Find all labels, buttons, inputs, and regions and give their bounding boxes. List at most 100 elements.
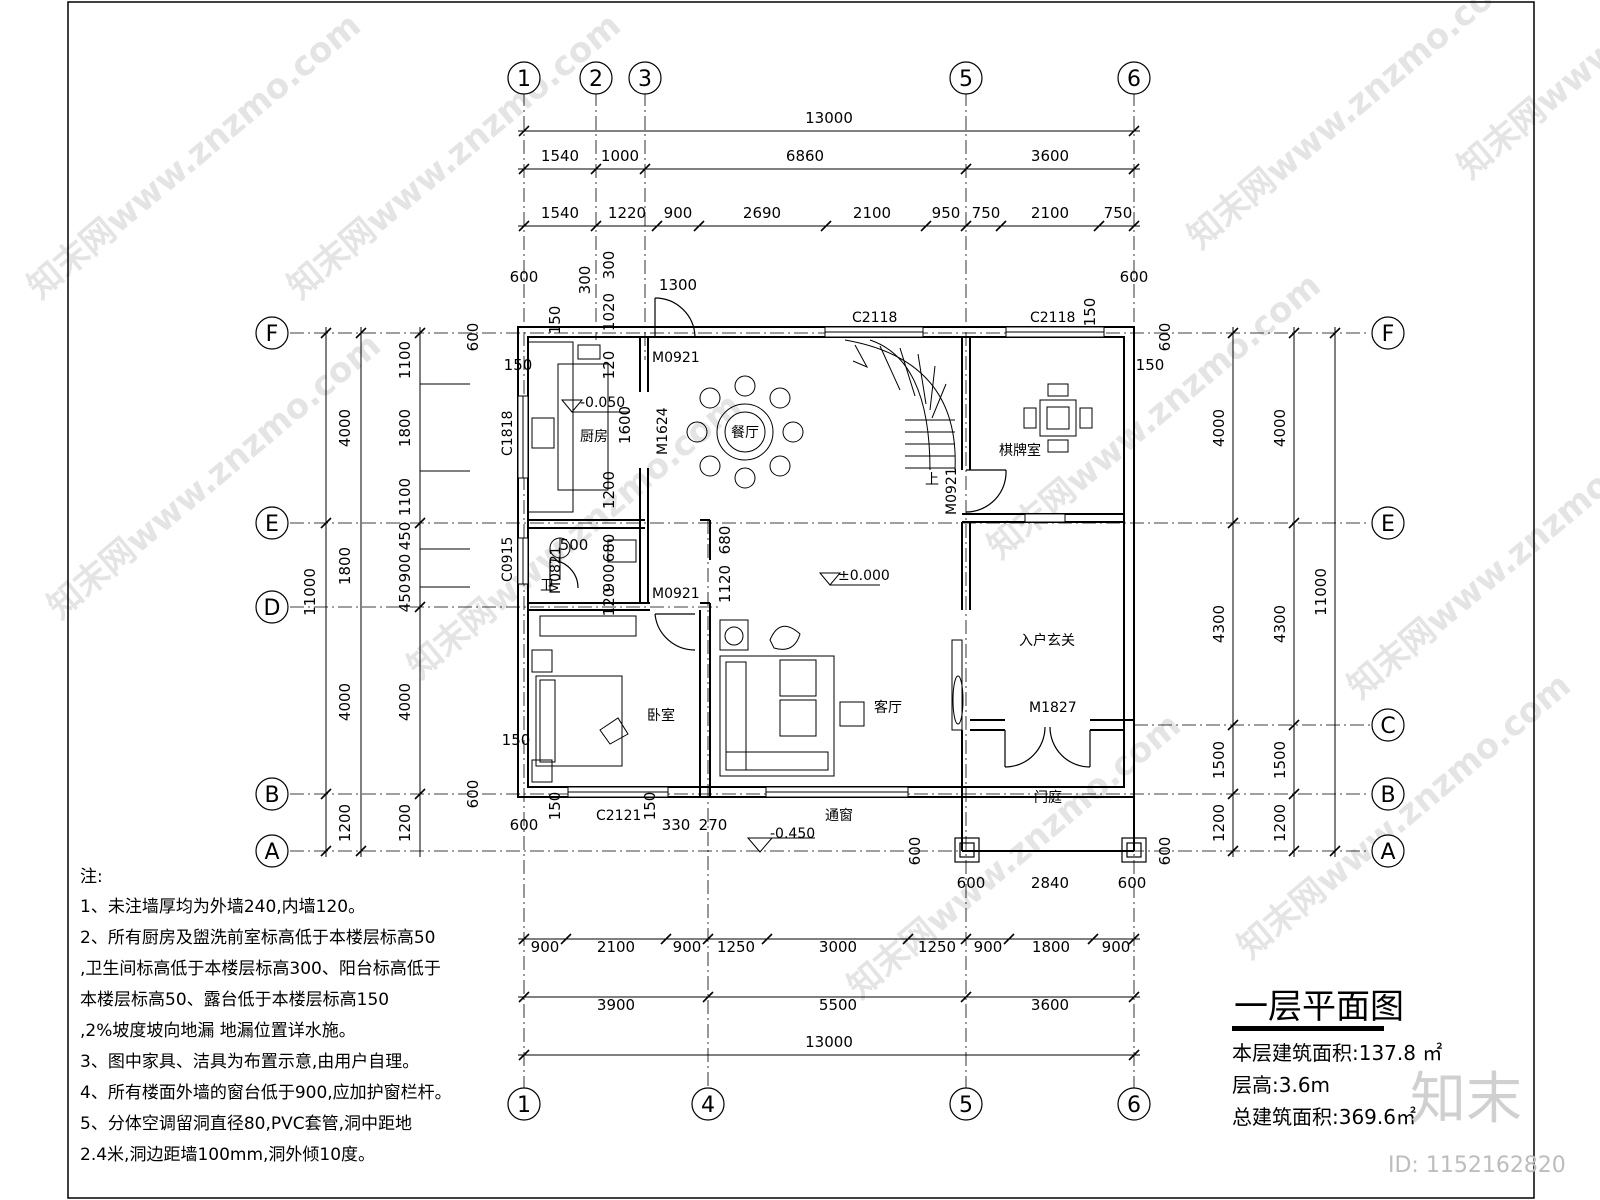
axis-bubbles <box>255 61 1405 1121</box>
axis-bubble-top-6 <box>1117 61 1151 95</box>
axis-labels: 1 2 3 5 6 1 4 5 6 F E D B A F E C B A <box>264 67 1396 1118</box>
axis-bubble-right-e <box>1371 506 1405 540</box>
room-living: 客厅 <box>874 699 902 716</box>
room-bedroom: 卧室 <box>647 707 675 724</box>
dim-misc-500: 500 <box>560 536 589 554</box>
dim-misc-150-2: 150 <box>1136 356 1165 374</box>
axis-label-left-d: D <box>264 596 281 621</box>
dim-misc-600-2: 600 <box>1120 268 1149 286</box>
brand-logo: 知末 <box>1410 1067 1522 1132</box>
dim-top-row3-1: 1540 <box>541 204 579 222</box>
dim-top-row2-2: 1000 <box>601 147 639 165</box>
dim-bottom-total: 13000 <box>805 1033 853 1051</box>
axis-bubble-top-5 <box>949 61 983 95</box>
dim-right-outer-2: 4300 <box>1271 605 1289 643</box>
dim-right-inner-2: 4300 <box>1210 605 1228 643</box>
axis-label-top-5: 5 <box>959 67 973 92</box>
dim-top-total: 13000 <box>805 109 853 127</box>
dim-misc-1020: 1020 <box>600 293 618 331</box>
note-line-7: 4、所有楼面外墙的窗台低于900,应加护窗栏杆。 <box>80 1083 452 1103</box>
dim-misc-600-3: 600 <box>464 323 482 352</box>
dim-left-inner-2: 1800 <box>336 547 354 585</box>
level-markers <box>560 399 880 853</box>
room-porch: 门庭 <box>1034 789 1062 806</box>
tag-m0821: M0821 <box>548 546 564 594</box>
note-line-6: 3、图中家具、洁具为布置示意,由用户自理。 <box>80 1052 419 1072</box>
dim-misc-1120: 1120 <box>716 565 734 603</box>
tag-m0921-c: M0921 <box>944 467 960 515</box>
dim-left-mid-8: 1200 <box>396 804 414 842</box>
dim-misc-600-9: 600 <box>957 874 986 892</box>
dim-top-row3-8: 2100 <box>1031 204 1069 222</box>
axis-label-left-e: E <box>265 512 279 537</box>
dim-bottom-row1-7: 900 <box>974 938 1003 956</box>
floor-height: 层高:3.6m <box>1232 1073 1330 1097</box>
dim-left-mid-5: 900 <box>396 554 414 583</box>
drawing-frame <box>67 1 1535 1199</box>
dim-top-row3-7: 750 <box>972 204 1001 222</box>
dim-misc-300-2: 300 <box>600 251 618 280</box>
axis-bubble-top-2 <box>579 61 613 95</box>
dim-left-inner-3: 4000 <box>336 683 354 721</box>
watermark-text: 知末网www.znzmo.com <box>1180 0 1529 257</box>
watermark-text: 知末网www.znzmo.com <box>840 705 1189 1007</box>
axis-label-right-f: F <box>1382 322 1395 347</box>
dim-right-inner-4: 1200 <box>1210 804 1228 842</box>
room-chess: 棋牌室 <box>999 442 1041 459</box>
dim-misc-2840: 2840 <box>1031 874 1069 892</box>
axis-bubble-bottom-6 <box>1117 1087 1151 1121</box>
axis-bubble-bottom-1 <box>507 1087 541 1121</box>
dim-bottom-row1-1: 900 <box>531 938 560 956</box>
room-toilet: 卫 <box>540 578 554 594</box>
dimension-texts-horizontal: 13000 1540 1000 6860 3600 1540 1220 900 … <box>531 109 1133 1051</box>
axis-label-bottom-5: 5 <box>959 1093 973 1118</box>
axis-label-bottom-4: 4 <box>701 1093 715 1118</box>
windows <box>517 326 1105 798</box>
dim-misc-150-3: 150 <box>546 306 564 335</box>
note-line-3: ,卫生间标高低于本楼层标高300、阳台标高低于 <box>80 959 441 979</box>
dimension-texts-vertical: 1200 4000 11000 1100 1800 1100 450 900 4… <box>301 341 1330 842</box>
dim-top-row2-1: 1540 <box>541 147 579 165</box>
dim-left-mid-4: 450 <box>396 522 414 551</box>
level-kitchen: -0.050 <box>580 395 625 411</box>
dim-bottom-row2-1: 3900 <box>597 996 635 1014</box>
axis-bubble-top-3 <box>628 61 662 95</box>
note-line-1: 1、未注墙厚均为外墙240,内墙120。 <box>80 897 365 917</box>
axis-label-top-6: 6 <box>1127 67 1141 92</box>
dim-bottom-row1-5: 3000 <box>819 938 857 956</box>
dim-misc-120-2: 120 <box>600 588 618 617</box>
tag-c2121: C2121 <box>596 808 641 824</box>
axis-label-left-f: F <box>266 322 279 347</box>
axis-bubble-top-1 <box>507 61 541 95</box>
note-line-8: 5、分体空调留洞直径80,PVC套管,洞中距地 <box>80 1114 412 1134</box>
dim-misc-600-1: 600 <box>510 268 539 286</box>
dim-top-row2-3: 6860 <box>786 147 824 165</box>
dim-top-row3-2: 1220 <box>608 204 646 222</box>
dim-left-outer-2: 4000 <box>336 409 354 447</box>
dim-top-row3-5: 2100 <box>853 204 891 222</box>
dim-misc-600-10: 600 <box>1118 874 1147 892</box>
axis-label-right-b: B <box>1380 783 1395 808</box>
dim-right-inner-3: 1500 <box>1210 741 1228 779</box>
dim-top-row2-4: 3600 <box>1031 147 1069 165</box>
axis-bubble-left-e <box>255 506 289 540</box>
axis-bubble-right-a <box>1371 834 1405 868</box>
room-kitchen: 厨房 <box>580 429 608 445</box>
dim-right-outer-3: 1500 <box>1271 741 1289 779</box>
dim-misc-270: 270 <box>699 816 728 834</box>
note-line-9: 2.4米,洞边距墙100mm,洞外倾10度。 <box>80 1145 375 1165</box>
dim-left-outer-1: 1200 <box>336 804 354 842</box>
dim-bottom-row1-4: 1250 <box>717 938 755 956</box>
level-outside: -0.450 <box>770 826 815 842</box>
tag-m1624: M1624 <box>655 407 671 455</box>
dim-left-outer-3: 11000 <box>301 568 319 616</box>
dim-misc-330: 330 <box>662 816 691 834</box>
axis-bubble-bottom-5 <box>949 1087 983 1121</box>
dim-misc-1600: 1600 <box>616 406 634 444</box>
axis-label-bottom-1: 1 <box>517 1093 531 1118</box>
dim-misc-900: 900 <box>600 564 618 593</box>
misc-dimensions: 600 600 600 600 600 600 600 600 600 600 … <box>464 251 1174 892</box>
dimension-lines <box>320 125 1341 1061</box>
tag-c0915: C0915 <box>500 537 516 582</box>
tag-c2118-a: C2118 <box>852 310 897 326</box>
